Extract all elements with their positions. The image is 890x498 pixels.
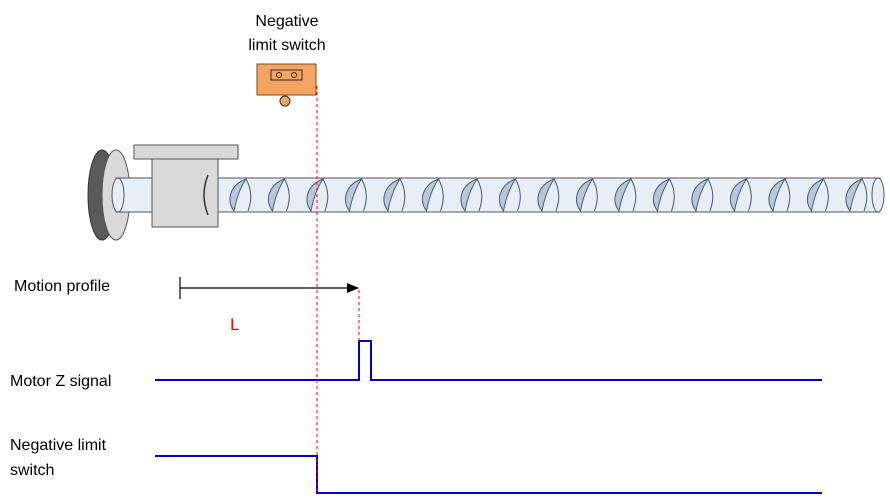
screw-thread: [730, 177, 748, 213]
switch-title-line1: Negative: [255, 13, 318, 30]
screw-thread-edge: [823, 178, 829, 212]
screw-thread-edge: [515, 178, 521, 212]
screw-thread-edge: [399, 178, 406, 212]
screw-thread: [499, 177, 517, 213]
screw-thread: [576, 177, 594, 213]
screw-thread: [383, 177, 402, 213]
limit-switch-icon: [256, 63, 317, 107]
neg-limit-label-line2: switch: [10, 462, 54, 479]
screw-thread-edge: [245, 178, 252, 212]
screw-thread-edge: [284, 178, 290, 212]
screw-thread-edge: [553, 178, 560, 212]
screw-thread-edge: [784, 178, 791, 212]
screw-thread-edge: [438, 178, 444, 212]
screw-thread: [229, 177, 248, 213]
screw-thread-edge: [669, 178, 675, 212]
screw-thread: [691, 177, 710, 213]
screw-thread: [614, 177, 633, 213]
screw-thread: [768, 177, 787, 213]
motor-z-label: Motor Z signal: [10, 373, 111, 390]
screw-thread: [537, 177, 556, 213]
screw-thread: [422, 177, 440, 213]
motion-profile-label: Motion profile: [14, 278, 110, 295]
screw-thread-edge: [746, 178, 752, 212]
screw-thread-edge: [322, 178, 329, 212]
screw-thread: [345, 177, 363, 213]
neg-limit-label-line1: Negative limit: [10, 437, 107, 454]
screw-thread: [845, 177, 864, 213]
screw-thread-edge: [630, 178, 637, 212]
switch-title-line2: limit switch: [248, 37, 325, 54]
ball-screw-icon: [87, 144, 885, 241]
screw-thread-edge: [707, 178, 714, 212]
screw-thread: [807, 177, 825, 213]
screw-thread: [653, 177, 671, 213]
screw-thread: [268, 177, 286, 213]
neg-limit-waveform: [155, 455, 822, 494]
screw-thread: [460, 177, 479, 213]
screw-thread-edge: [861, 178, 868, 212]
screw-threads: [229, 177, 868, 213]
screw-thread-edge: [361, 178, 367, 212]
screw-thread-edge: [476, 178, 483, 212]
screw-thread-edge: [592, 178, 598, 212]
motor-z-waveform: [155, 340, 822, 381]
distance-label: L: [230, 315, 239, 334]
screw-thread: [306, 177, 325, 213]
